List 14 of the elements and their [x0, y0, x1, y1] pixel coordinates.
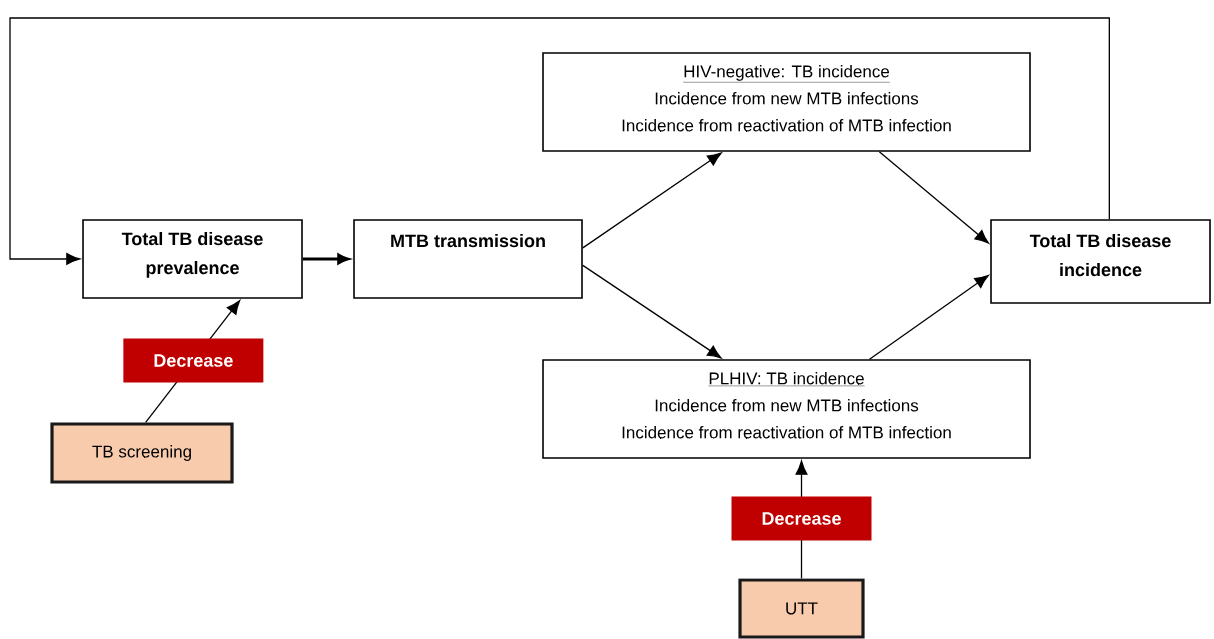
incidence-box: HIV-negative: TB incidence Incidence from new MTB infections Incidence from reactivation of MTB infection	[542, 52, 1031, 152]
intervention-box: UTT	[738, 578, 865, 639]
arrow	[582, 152, 722, 249]
arrow	[878, 151, 989, 244]
arrow	[868, 274, 989, 360]
process-box: Total TB disease incidence	[990, 219, 1211, 304]
incidence-box: PLHIV: TB incidence Incidence from new MTB infections Incidence from reactivation of MTB infection	[542, 359, 1031, 459]
arrow	[9, 17, 1110, 265]
edge-label: Decrease	[123, 338, 264, 383]
process-box: Total TB disease prevalence	[82, 219, 303, 299]
process-box: MTB transmission	[353, 219, 583, 299]
intervention-box: TB screening	[50, 422, 234, 484]
arrow	[582, 264, 722, 359]
edge-label: Decrease	[731, 496, 872, 541]
